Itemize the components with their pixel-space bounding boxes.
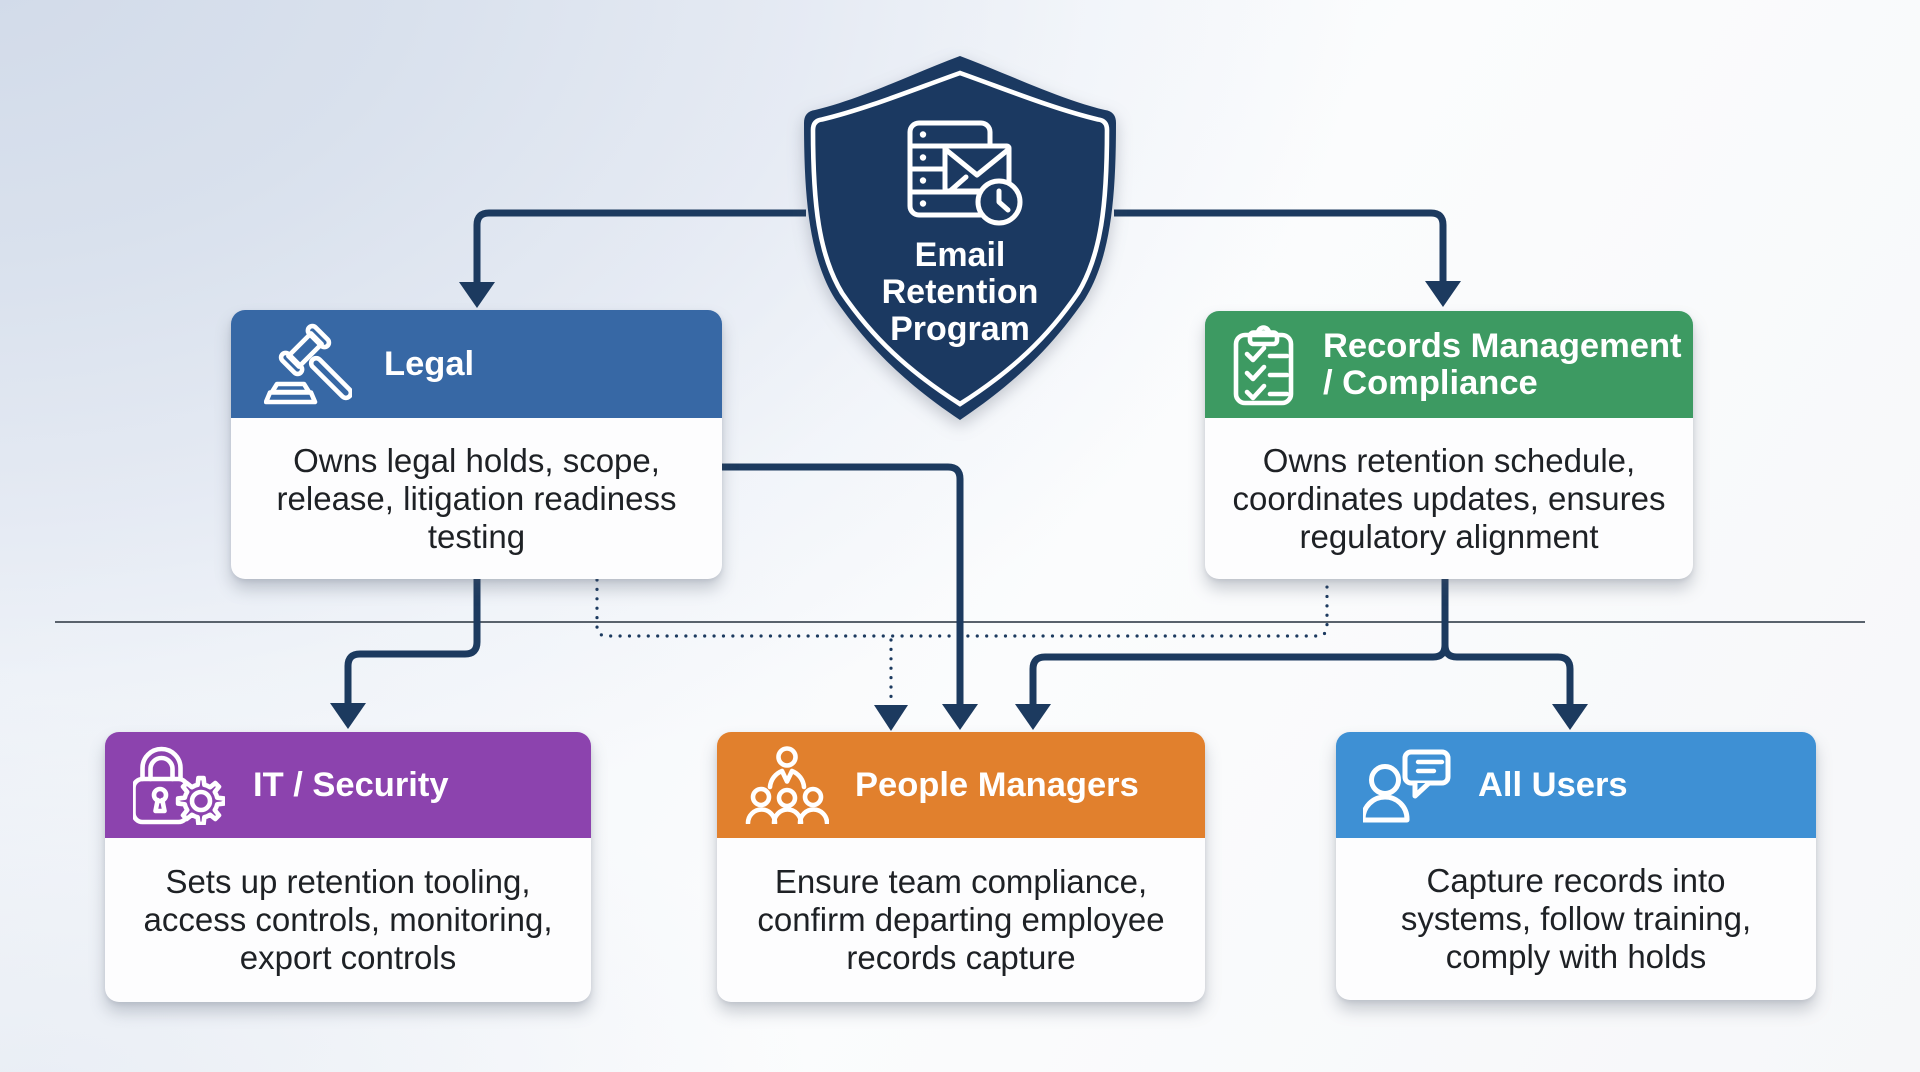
svg-text:Email: Email xyxy=(915,236,1006,274)
svg-text:Retention: Retention xyxy=(882,273,1039,311)
svg-text:Program: Program xyxy=(890,310,1030,348)
